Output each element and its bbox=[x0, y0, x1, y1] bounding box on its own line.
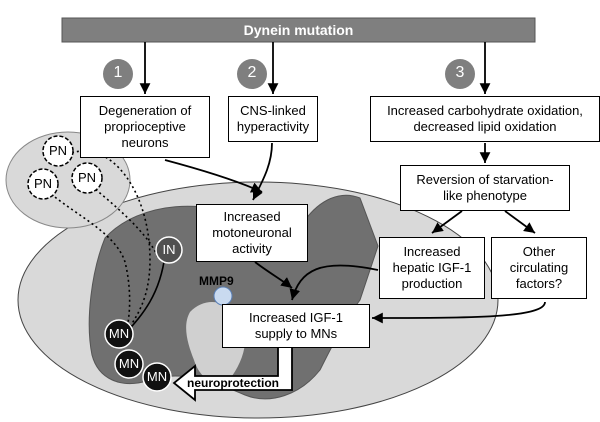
pn-label: PN bbox=[48, 143, 68, 158]
step-number-3: 3 bbox=[455, 64, 465, 81]
arrow bbox=[252, 142, 273, 201]
mn-cell bbox=[114, 349, 144, 379]
step-number-2: 2 bbox=[247, 64, 257, 81]
other-factors-box: Other circulating factors? bbox=[491, 237, 587, 299]
mn-label: MN bbox=[146, 369, 168, 384]
cns-hyperactivity-box: CNS-linked hyperactivity bbox=[228, 96, 318, 142]
pn-projection bbox=[83, 179, 159, 259]
hepatic-igf1-box: Increased hepatic IGF-1 production bbox=[379, 237, 485, 299]
mmp9-label: MMP9 bbox=[199, 274, 234, 288]
neuroprotection-label: neuroprotection bbox=[187, 376, 279, 390]
mmp9-marker bbox=[213, 286, 233, 306]
pn-cell bbox=[71, 162, 103, 194]
igf1-supply-box: Increased IGF-1 supply to MNs bbox=[222, 304, 370, 348]
pn-cell bbox=[42, 135, 74, 167]
mn-cell bbox=[142, 362, 172, 392]
header-bar bbox=[61, 17, 536, 43]
arrow bbox=[289, 264, 379, 301]
header-title: Dynein mutation bbox=[243, 22, 354, 38]
motoneuronal-activity-box: Increased motoneuronal activity bbox=[196, 204, 308, 262]
mn-label: MN bbox=[108, 326, 130, 341]
in-label: IN bbox=[162, 242, 176, 257]
step-circle-1 bbox=[103, 59, 133, 89]
carbohydrate-oxidation-box: Increased carbohydrate oxidation, decrea… bbox=[370, 96, 600, 142]
mn-label: MN bbox=[118, 356, 140, 371]
step-circle-2 bbox=[237, 59, 267, 89]
degeneration-box: Degeneration of proprioceptive neurons bbox=[80, 96, 210, 158]
reversion-box: Reversion of starvation- like phenotype bbox=[400, 165, 570, 211]
pn-cell bbox=[27, 168, 59, 200]
arrow bbox=[254, 261, 293, 289]
arrow bbox=[504, 210, 536, 234]
pn-label: PN bbox=[33, 176, 53, 191]
arrow bbox=[371, 301, 546, 324]
mn-cell bbox=[104, 319, 134, 349]
step-number-1: 1 bbox=[113, 64, 123, 81]
neuroprotection-arrow bbox=[172, 337, 293, 402]
in-cell bbox=[155, 236, 183, 264]
step-circle-3 bbox=[445, 59, 475, 89]
arrow bbox=[431, 210, 463, 234]
pn-projection bbox=[43, 186, 131, 333]
pn-label: PN bbox=[77, 170, 97, 185]
pn-projection bbox=[71, 150, 151, 331]
